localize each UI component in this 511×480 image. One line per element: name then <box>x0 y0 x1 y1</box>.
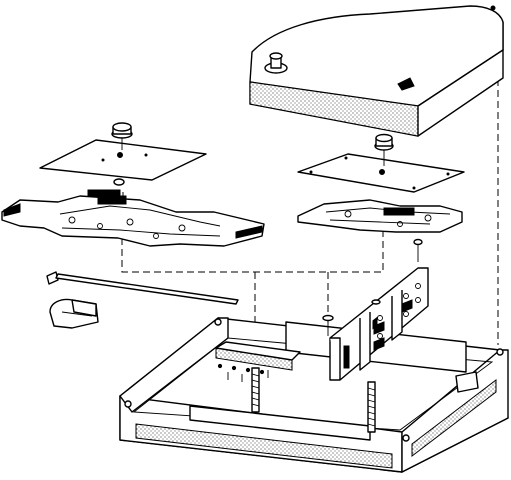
inner-divider <box>189 371 479 441</box>
right-splice-tray <box>297 199 463 233</box>
right-tray-cover-plate <box>297 133 465 193</box>
left-tray-cover-plate <box>39 122 207 181</box>
cover-thumbscrew <box>264 52 288 74</box>
grommet-block <box>49 298 99 329</box>
left-tray-thumbscrew <box>111 122 133 150</box>
cable-tie <box>46 271 239 305</box>
left-splice-tray <box>1 178 265 247</box>
cable-entry-block <box>215 341 301 375</box>
adapter-bracket <box>322 267 429 381</box>
bracket-screw <box>413 238 423 262</box>
right-tray-thumbscrew <box>374 133 394 166</box>
enclosure-cover <box>249 5 504 137</box>
standoffs <box>227 367 376 433</box>
standoff-small-screws <box>227 370 269 382</box>
